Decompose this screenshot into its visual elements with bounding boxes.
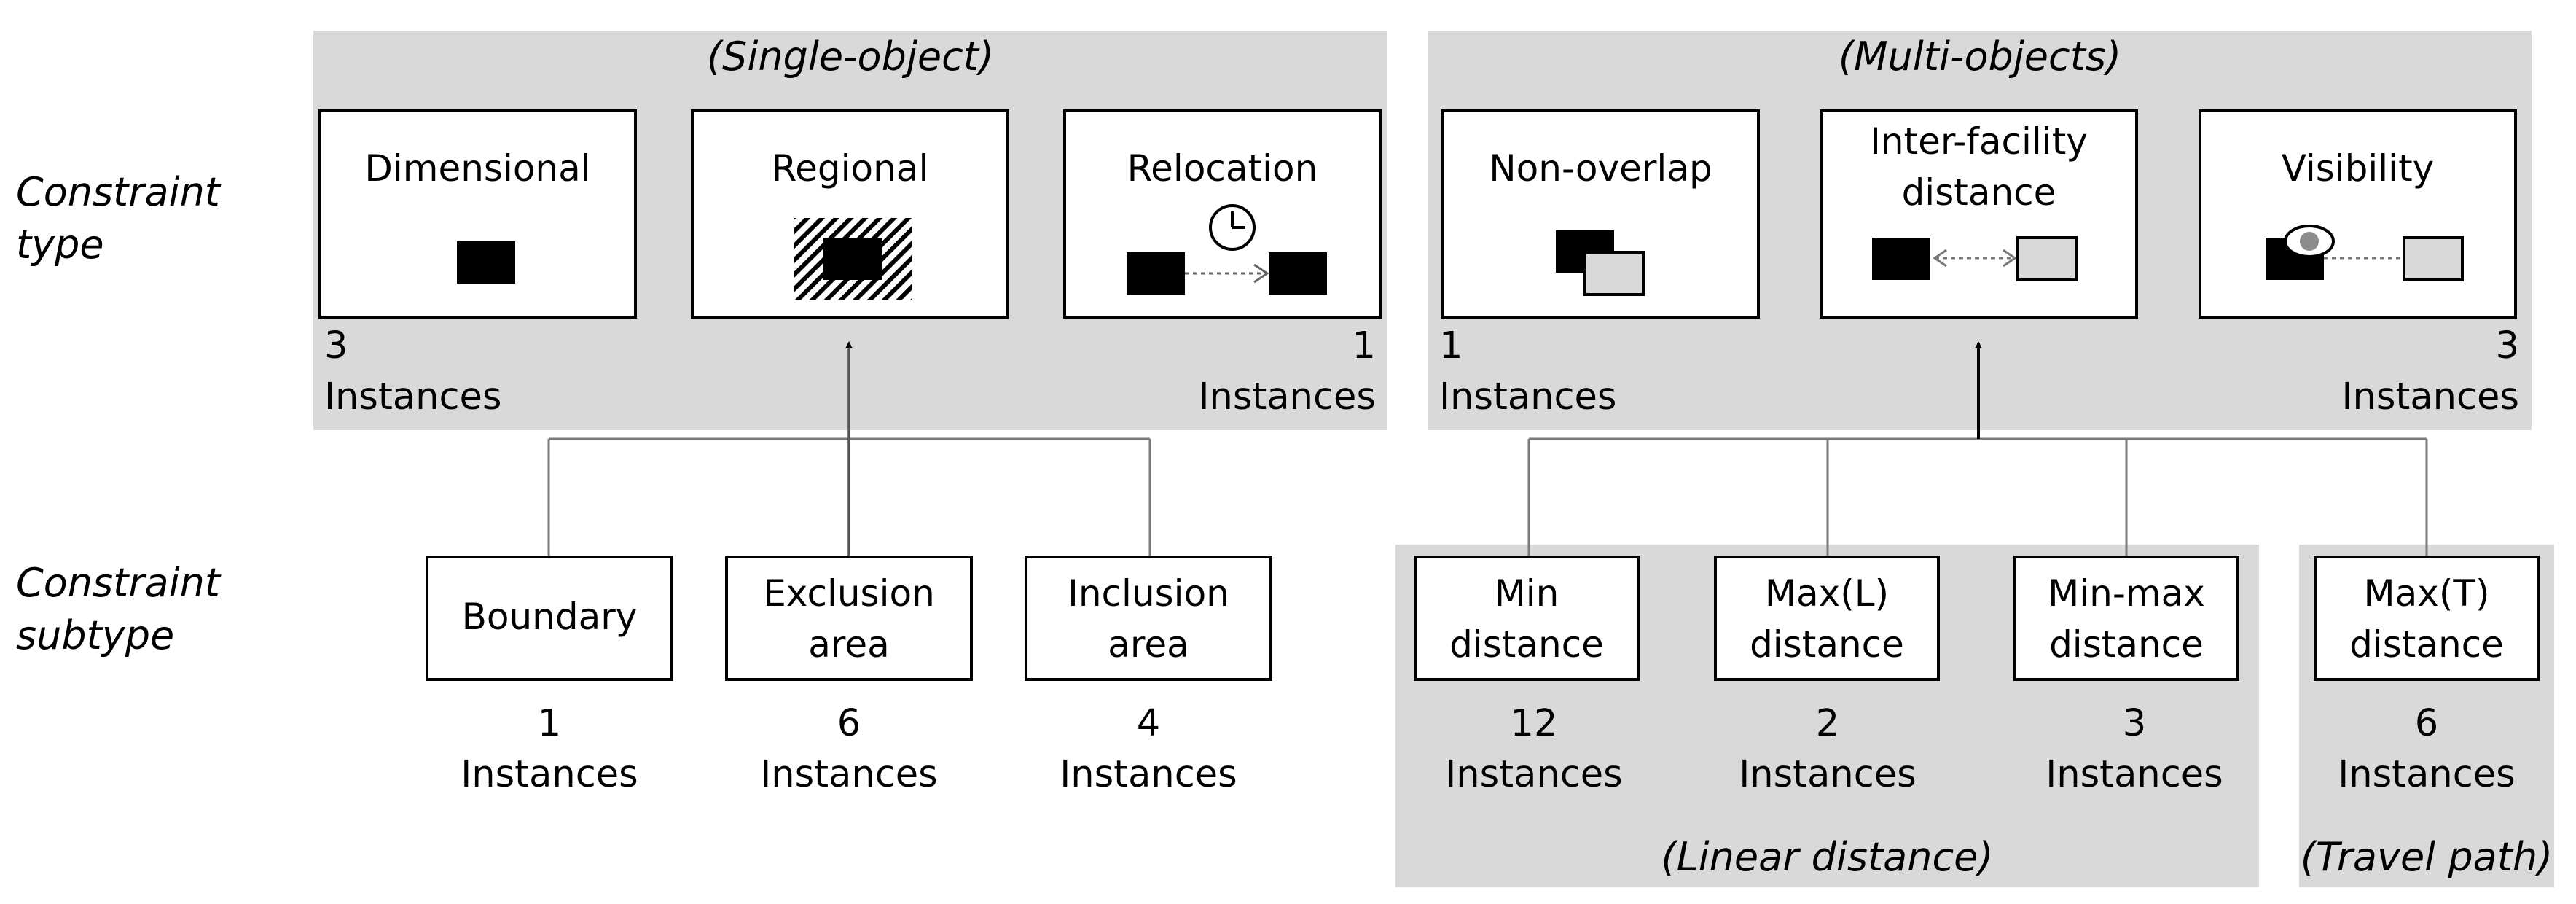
multi-objects-connector: [1527, 341, 2428, 556]
subtype-count-min-max-distance: 3 Instances: [2045, 702, 2223, 796]
subtype-box-boundary: Boundary: [426, 556, 673, 681]
bidirectional-distance-icon: [1872, 236, 2078, 281]
subtype-label-boundary: Boundary: [461, 596, 638, 638]
subtype-box-min-distance: Min distance: [1414, 556, 1640, 681]
hatched-region-icon: [794, 218, 912, 300]
row-label-constraint-type: Constraint type: [16, 169, 220, 268]
type-label-regional: Regional: [771, 147, 929, 190]
single-object-connector: [547, 341, 1151, 556]
type-count-relocation: 1 Instances: [1198, 324, 1377, 418]
subtype-box-max-t-distance: Max(T) distance: [2314, 556, 2540, 681]
subtype-count-max-l-distance: 2 Instances: [1739, 702, 1917, 796]
subtype-count-min-distance: 12 Instances: [1445, 702, 1623, 796]
black-square-icon: [457, 241, 515, 284]
subtype-label-min-max-distance: Min-max distance: [2048, 572, 2205, 666]
row-label-constraint-subtype: Constraint subtype: [16, 560, 220, 658]
subtype-label-inclusion-area: Inclusion area: [1068, 572, 1229, 666]
subtype-label-min-distance: Min distance: [1449, 572, 1604, 666]
subtype-box-exclusion-area: Exclusion area: [725, 556, 973, 681]
group-title-multi-objects: (Multi-objects): [1838, 34, 2122, 79]
type-count-non-overlap: 1 Instances: [1439, 324, 1617, 418]
type-count-visibility: 3 Instances: [2341, 324, 2520, 418]
type-count-dimensional: 3 Instances: [324, 324, 502, 418]
type-box-regional: Regional: [691, 109, 1009, 319]
overlapping-squares-icon: [1556, 230, 1645, 296]
subtype-box-min-max-distance: Min-max distance: [2013, 556, 2239, 681]
subtype-label-max-t-distance: Max(T) distance: [2349, 572, 2504, 666]
type-label-inter-facility-distance: Inter-facility distance: [1870, 120, 2088, 214]
subtype-count-inclusion-area: 4 Instances: [1060, 702, 1237, 796]
type-label-visibility: Visibility: [2281, 147, 2435, 190]
subtype-count-boundary: 1 Instances: [461, 702, 638, 796]
type-box-relocation: Relocation: [1063, 109, 1382, 319]
group-title-single-object: (Single-object): [706, 34, 995, 79]
type-box-inter-facility-distance: Inter-facility distance: [1820, 109, 2138, 319]
subtype-box-inclusion-area: Inclusion area: [1025, 556, 1272, 681]
eye-visibility-icon: [2266, 225, 2464, 281]
subtype-count-max-t-distance: 6 Instances: [2338, 702, 2516, 796]
type-label-dimensional: Dimensional: [364, 147, 591, 190]
subtype-count-exclusion-area: 6 Instances: [760, 702, 938, 796]
subtype-label-exclusion-area: Exclusion area: [763, 572, 935, 666]
group-title-linear-distance: (Linear distance): [1661, 834, 1994, 880]
relocation-clock-icon: [1127, 204, 1327, 295]
type-box-non-overlap: Non-overlap: [1441, 109, 1760, 319]
subtype-label-max-l-distance: Max(L) distance: [1750, 572, 1904, 666]
type-box-visibility: Visibility: [2199, 109, 2517, 319]
subtype-box-max-l-distance: Max(L) distance: [1714, 556, 1940, 681]
type-box-dimensional: Dimensional: [318, 109, 637, 319]
type-label-non-overlap: Non-overlap: [1489, 147, 1712, 190]
group-title-travel-path: (Travel path): [2300, 834, 2553, 880]
type-label-relocation: Relocation: [1127, 147, 1318, 190]
